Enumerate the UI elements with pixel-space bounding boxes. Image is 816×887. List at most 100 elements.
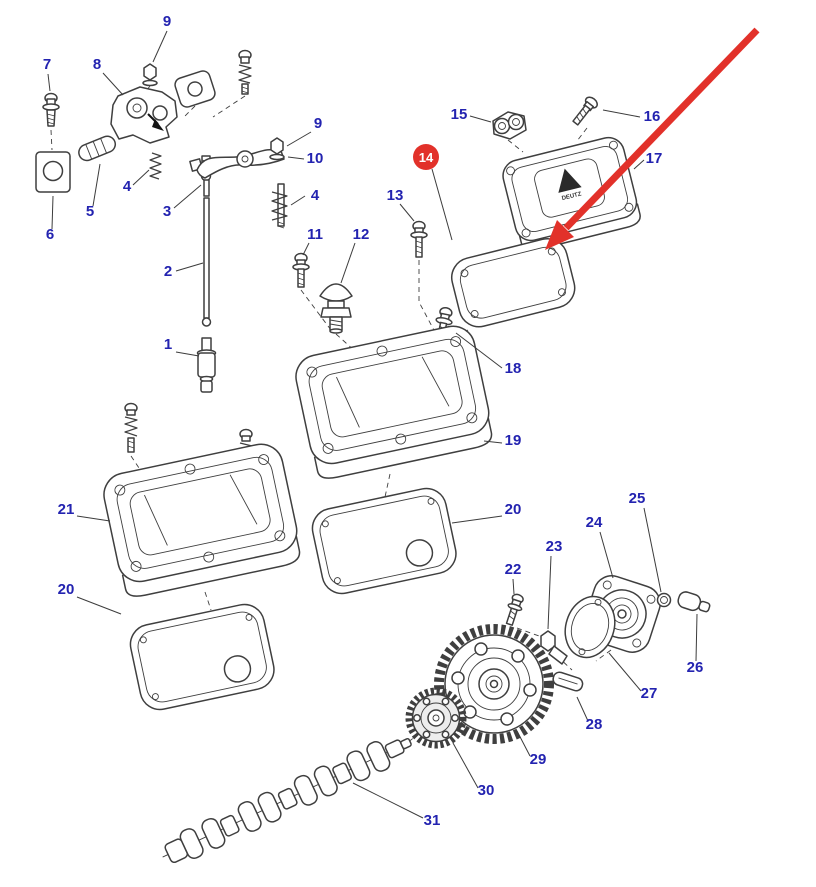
svg-text:8: 8 [93,56,101,73]
svg-text:28: 28 [586,716,603,733]
part-22-screw [505,593,524,626]
callout-13: 13 [387,187,415,222]
screw-with-spring-washer-top [238,49,252,95]
callout-10: 10 [287,150,324,167]
svg-text:10: 10 [307,150,324,167]
svg-text:22: 22 [505,561,522,578]
part-28-key [552,671,584,692]
svg-text:18: 18 [505,360,522,377]
part-12-breather-valve [319,283,353,334]
callout-4-left: 4 [123,169,150,195]
svg-text:9: 9 [314,115,322,132]
small-arrow-head [152,119,164,131]
part-14-gasket [450,237,576,328]
svg-text:2: 2 [164,263,172,280]
mounting-screw-left-a [124,402,138,453]
part-15-clamp [492,111,527,140]
svg-text:21: 21 [58,501,75,518]
svg-text:11: 11 [307,226,323,243]
svg-text:15: 15 [451,106,468,123]
part-2-push-rod [201,197,212,327]
part-20-gasket-left [129,603,275,711]
callout-18: 18 [455,332,522,377]
part-7-screw [42,92,60,127]
callout-20-right: 20 [451,501,522,524]
callout-16: 16 [602,108,661,125]
part-13-screw [410,220,428,258]
svg-text:30: 30 [478,782,495,799]
part-27-flange-gasket [564,595,616,659]
callout-4-right: 4 [290,187,320,206]
part-23-bolt [540,630,568,665]
svg-text:20: 20 [505,501,522,518]
svg-text:14: 14 [419,150,434,165]
callout-26: 26 [687,613,704,676]
part-10-rocker-arm [189,148,285,179]
callout-20-left: 20 [58,581,122,615]
callout-5: 5 [86,163,101,220]
svg-text:13: 13 [387,187,404,204]
callout-14-highlighted: 14 [413,144,453,241]
svg-text:17: 17 [646,150,663,167]
svg-text:1: 1 [164,336,172,353]
svg-text:26: 26 [687,659,704,676]
part-31-camshaft [162,737,412,864]
callout-28: 28 [576,696,603,733]
part-9-nut-right [269,137,285,161]
callout-25: 25 [629,490,662,593]
part-5-pin [78,135,117,162]
part-25-o-ring [656,592,672,608]
svg-text:7: 7 [43,56,51,73]
svg-text:31: 31 [424,812,441,829]
part-20-gasket-right [311,487,457,595]
part-6-bearing-block [35,151,71,193]
part-8-rocker-bracket [110,70,216,144]
part-9-nut-left [142,63,158,87]
part-19-valve-cover [295,325,493,479]
callout-6: 6 [46,195,54,243]
callout-23: 23 [546,538,563,630]
callout-9-top: 9 [152,13,171,63]
part-4-spring-left [149,152,162,180]
callout-19: 19 [483,432,521,449]
callout-30: 30 [452,742,495,799]
callout-12: 12 [340,226,370,284]
callout-21: 21 [58,501,111,522]
brand-triangle-icon [558,168,582,193]
part-21-valve-cover [103,443,301,597]
highlight-circle [413,144,439,170]
svg-text:29: 29 [530,751,547,768]
svg-text:25: 25 [629,490,646,507]
callout-3: 3 [163,184,202,220]
svg-text:3: 3 [163,203,171,220]
svg-text:16: 16 [644,108,661,125]
svg-text:9: 9 [163,13,171,30]
highlight-arrow-head [545,220,574,250]
callout-15: 15 [451,106,492,123]
callout-2: 2 [164,262,204,280]
svg-text:27: 27 [641,685,658,702]
part-4-spring-right [271,183,288,229]
brand-logo-text: DEUTZ [561,191,582,202]
callout-27: 27 [608,652,658,702]
part-1-tappet [196,337,217,393]
svg-text:6: 6 [46,226,54,243]
callout-8: 8 [93,56,124,96]
callout-17: 17 [633,150,663,170]
part-29-camshaft-gear [434,624,554,744]
callout-29: 29 [516,730,547,768]
svg-text:23: 23 [546,538,563,555]
svg-text:24: 24 [586,514,603,531]
callout-7: 7 [43,56,51,92]
svg-text:12: 12 [353,226,370,243]
callout-11: 11 [302,226,323,256]
svg-text:4: 4 [311,187,320,204]
svg-text:4: 4 [123,178,132,195]
callout-9-right: 9 [286,115,322,147]
part-11-screw [292,252,310,288]
callout-31: 31 [352,782,441,829]
svg-text:5: 5 [86,203,94,220]
callout-24: 24 [586,514,614,579]
